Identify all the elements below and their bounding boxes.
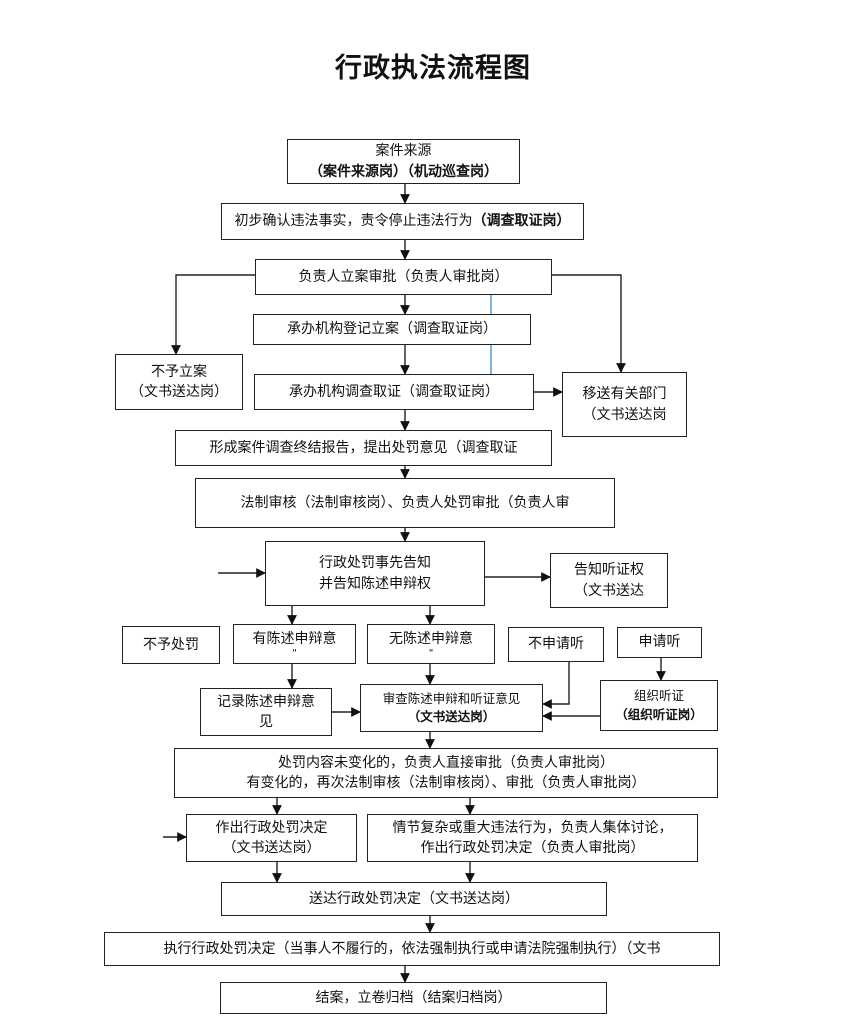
node-case-source-line2: （案件来源岗）（机动巡查岗） [309,163,498,180]
node-decision-line2: （文书送达岗） [222,840,321,856]
node-confirm-text: 初步确认违法事实，责令停止违法行为 [234,213,473,230]
node-no-statement-line2: " [428,648,434,660]
node-close-text: 结案，立卷归档（结案归档岗） [315,989,512,1006]
node-execute-text: 执行行政处罚决定（当事人不履行的，依法强制执行或申请法院强制执行）（文书 [163,940,661,957]
node-approve-case-text: 负责人立案审批（负责人审批岗） [298,268,509,285]
node-penalty-line1: 处罚内容未变化的，负责人直接审批（负责人审批岗） [278,754,614,771]
node-no-hearing-text: 不申请听 [528,636,584,653]
node-review-line2: （文书送达岗） [407,709,496,724]
node-final-report: 形成案件调查终结报告，提出处罚意见（调查取证 [175,430,552,466]
node-confirm-role: （调查取证岗） [472,213,571,230]
node-notify-line2: 并告知陈述申辩权 [319,575,431,592]
node-collective-line2: 作出行政处罚决定（负责人审批岗） [420,840,645,856]
node-investigate-text: 承办机构调查取证（调查取证岗） [289,383,499,400]
node-hearing-right-notice: 告知听证权 （文书送达 [550,553,668,608]
node-prior-notice: 行政处罚事先告知 并告知陈述申辩权 [265,541,485,606]
node-no-statement-line1: 无陈述申辩意 [389,630,473,647]
node-no-hearing: 不申请听 [508,627,604,662]
node-review-line1: 审查陈述申辩和听证意见 [382,690,521,706]
node-hearing-right-line1: 告知听证权 [574,562,644,579]
arrow-approve-to-transfer [552,274,626,373]
node-close-archive: 结案，立卷归档（结案归档岗） [220,982,607,1014]
node-transfer-line2: （文书送达岗 [582,406,667,423]
node-review-statement: 审查陈述申辩和听证意见 （文书送达岗） [360,684,543,732]
node-record-statement: 记录陈述申辩意 见 [200,688,332,736]
node-register-case: 承办机构登记立案（调查取证岗） [253,314,531,345]
node-legal-review-text: 法制审核（法制审核岗）、负责人处罚审批（负责人审 [240,494,570,511]
node-decision-line1: 作出行政处罚决定 [215,819,328,836]
node-transfer-line1: 移送有关部门 [582,386,667,403]
node-approve-case: 负责人立案审批（负责人审批岗） [255,259,552,295]
node-organize-line2: （组织听证岗） [615,706,703,722]
node-apply-hearing: 申请听 [617,627,702,658]
node-penalty-decision: 作出行政处罚决定 （文书送达岗） [186,814,357,862]
page-title: 行政执法流程图 [335,53,531,84]
node-hearing-right-line2: （文书送达 [574,582,644,599]
node-penalty-line2: 有变化的，再次法制审核（法制审核岗）、审批（负责人审批岗） [246,775,646,791]
node-report-text: 形成案件调查终结报告，提出处罚意见（调查取证 [209,439,518,456]
node-no-penalty-text: 不予处罚 [143,636,199,653]
arrow-no-hearing-to-review [542,662,570,709]
node-not-filed: 不予立案 （文书送达岗） [115,354,243,410]
node-record-line2: 见 [259,714,273,730]
node-not-filed-line1: 不予立案 [151,363,207,380]
node-notify-line1: 行政处罚事先告知 [319,555,431,572]
node-organize-line1: 组织听证 [633,688,684,704]
node-not-filed-line2: （文书送达岗） [130,384,228,400]
node-deliver-decision: 送达行政处罚决定（文书送达岗） [221,882,607,916]
node-penalty-approval: 处罚内容未变化的，负责人直接审批（负责人审批岗） 有变化的，再次法制审核（法制审… [174,748,718,798]
node-case-source: 案件来源 （案件来源岗）（机动巡查岗） [287,139,520,184]
node-deliver-text: 送达行政处罚决定（文书送达岗） [309,890,519,907]
node-no-statement: 无陈述申辩意 " [367,624,495,664]
node-no-penalty: 不予处罚 [122,626,220,664]
node-organize-hearing: 组织听证 （组织听证岗） [600,680,718,731]
node-has-statement: 有陈述申辩意 " [233,624,356,664]
node-collective-discussion: 情节复杂或重大违法行为，负责人集体讨论， 作出行政处罚决定（负责人审批岗） [367,814,698,862]
node-confirm-violation: 初步确认违法事实，责令停止违法行为（调查取证岗） [221,203,584,240]
node-investigate: 承办机构调查取证（调查取证岗） [254,374,534,410]
node-record-line1: 记录陈述申辩意 [217,693,315,710]
arrow-approve-to-not-filed [171,274,255,355]
node-has-statement-line1: 有陈述申辩意 [252,630,337,647]
node-collective-line1: 情节复杂或重大违法行为，负责人集体讨论， [392,819,673,836]
node-transfer: 移送有关部门 （文书送达岗 [562,372,687,437]
node-case-source-line1: 案件来源 [375,143,432,160]
node-register-text: 承办机构登记立案（调查取证岗） [287,321,497,338]
node-has-statement-line2: " [292,648,297,660]
node-execute-decision: 执行行政处罚决定（当事人不履行的，依法强制执行或申请法院强制执行）（文书 [104,932,720,966]
node-apply-hearing-text: 申请听 [638,634,681,651]
node-legal-review: 法制审核（法制审核岗）、负责人处罚审批（负责人审 [195,478,615,528]
